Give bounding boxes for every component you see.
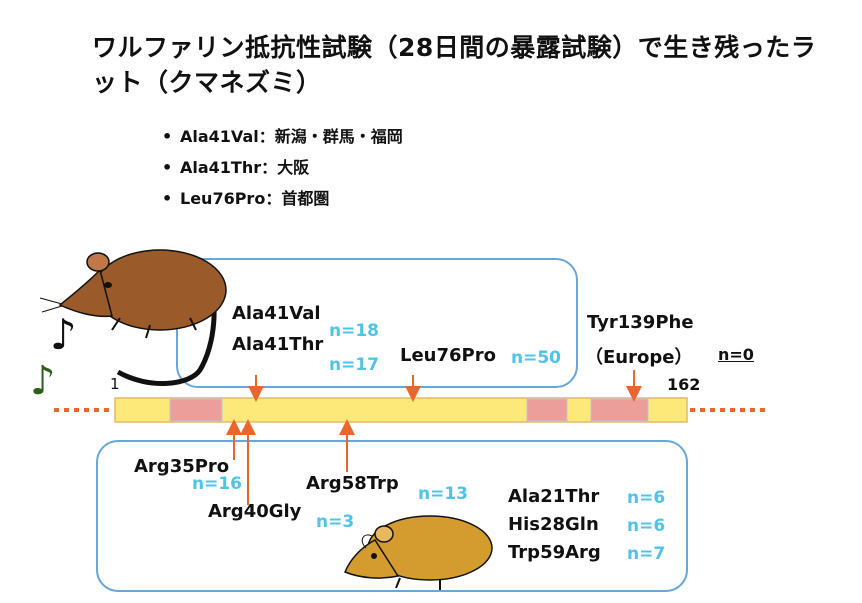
bar-segment xyxy=(526,398,568,422)
bullet-marker: • xyxy=(162,189,173,208)
bullet-text: Leu76Pro：首都圏 xyxy=(180,189,330,208)
bar-segment xyxy=(169,398,223,422)
count-arg35pro: n=16 xyxy=(192,474,243,494)
bullet-marker: • xyxy=(162,127,173,146)
mutation-label-trp59arg: Trp59Arg xyxy=(508,542,601,563)
music-note-icon: ♪ xyxy=(50,310,77,359)
mutation-label-tyr139phe: Tyr139Phe xyxy=(587,312,694,333)
brown-rat-illustration xyxy=(39,249,227,386)
slide-title: ワルファリン抵抗性試験（28日間の暴露試験）で生き残ったラット（クマネズミ） xyxy=(92,33,817,97)
mutation-label-ala21thr: Ala21Thr xyxy=(508,486,600,507)
count-his28gln: n=6 xyxy=(627,516,666,536)
bullet-item: • Ala41Val：新潟・群馬・福岡 xyxy=(162,121,403,152)
mutation-label-leu76pro: Leu76Pro xyxy=(400,345,496,366)
mutation-label-arg58trp: Arg58Trp xyxy=(306,473,399,494)
count-ala41val: n=18 xyxy=(329,321,380,341)
count-arg40gly: n=3 xyxy=(316,512,355,532)
mutation-label-arg40gly: Arg40Gly xyxy=(208,501,302,522)
count-trp59arg: n=7 xyxy=(627,544,666,564)
bullet-text: Ala41Thr：大阪 xyxy=(180,158,310,177)
count-ala41thr: n=17 xyxy=(329,355,380,375)
bullet-text: Ala41Val：新潟・群馬・福岡 xyxy=(180,127,403,146)
mutation-label-ala41thr: Ala41Thr xyxy=(232,334,324,355)
count-leu76pro: n=50 xyxy=(511,348,562,368)
position-end-label: 162 xyxy=(667,375,701,394)
region-bullet-list: • Ala41Val：新潟・群馬・福岡 • Ala41Thr：大阪 • Leu76Pr… xyxy=(162,121,403,214)
position-start-label: 1 xyxy=(110,375,120,393)
music-note-icon: ♪ xyxy=(30,358,56,404)
mutation-label-his28gln: His28Gln xyxy=(508,514,599,535)
count-tyr139phe: n=0 xyxy=(718,345,754,364)
count-ala21thr: n=6 xyxy=(627,488,666,508)
bottom-mutation-box xyxy=(96,440,688,592)
count-arg58trp: n=13 xyxy=(418,484,469,504)
golden-rat-illustration xyxy=(344,515,493,590)
bullet-marker: • xyxy=(162,158,173,177)
bar-segment xyxy=(590,398,649,422)
mutation-region-europe: （Europe） xyxy=(585,347,693,368)
bullet-item: • Leu76Pro：首都圏 xyxy=(162,183,403,214)
mutation-label-arg35pro: Arg35Pro xyxy=(134,456,230,477)
mutation-label-ala41val: Ala41Val xyxy=(232,303,321,324)
bullet-item: • Ala41Thr：大阪 xyxy=(162,152,403,183)
